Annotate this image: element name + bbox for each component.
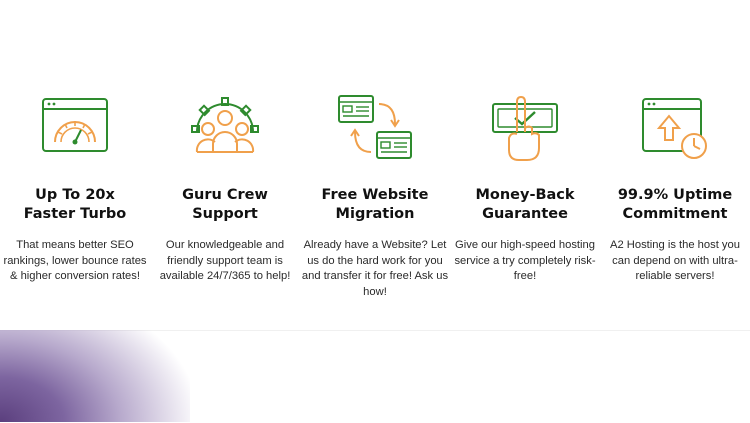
feature-description: A2 Hosting is the host you can depend on… bbox=[610, 239, 740, 283]
hand-money-check-icon bbox=[492, 95, 558, 161]
feature-title: Up To 20x Faster Turbo bbox=[23, 187, 127, 222]
feature-uptime: 99.9% Uptime Commitment A2 Hosting is th… bbox=[600, 92, 750, 285]
feature-website-migration: Free Website Migration Already have a We… bbox=[300, 92, 450, 300]
corner-gradient-decoration bbox=[0, 330, 190, 422]
feature-description: Already have a Website? Let us do the ha… bbox=[301, 239, 449, 298]
feature-description: That means better SEO rankings, lower bo… bbox=[3, 239, 147, 283]
team-gear-icon bbox=[191, 97, 259, 153]
feature-title: Guru Crew Support bbox=[182, 187, 268, 222]
features-row: Up To 20x Faster Turbo That means better… bbox=[0, 92, 750, 312]
feature-title: Free Website Migration bbox=[321, 187, 429, 222]
feature-title: Money-Back Guarantee bbox=[475, 187, 575, 222]
feature-guru-crew: Guru Crew Support Our knowledgeable and … bbox=[150, 92, 300, 285]
uptime-clock-window-icon bbox=[642, 98, 707, 159]
feature-title: 99.9% Uptime Commitment bbox=[617, 187, 733, 222]
speedometer-window-icon bbox=[42, 98, 108, 152]
feature-description: Give our high-speed hosting service a tr… bbox=[454, 239, 596, 283]
feature-faster-turbo: Up To 20x Faster Turbo That means better… bbox=[0, 92, 150, 285]
website-migration-icon bbox=[338, 95, 412, 159]
feature-description: Our knowledgeable and friendly support t… bbox=[159, 239, 291, 283]
feature-money-back: Money-Back Guarantee Give our high-speed… bbox=[450, 92, 600, 285]
